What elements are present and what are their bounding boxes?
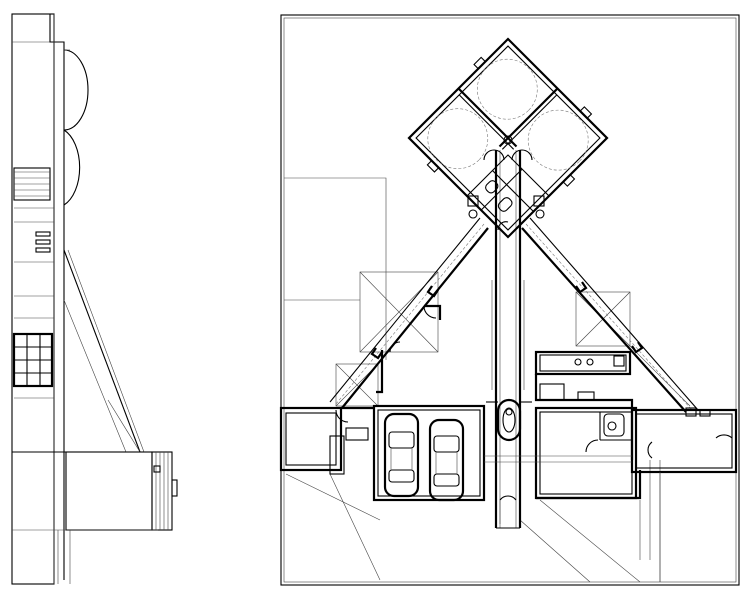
elevation-window-grid [12, 332, 54, 388]
sink-icon [613, 355, 625, 367]
east-wing [630, 407, 738, 582]
toilet-icon [485, 180, 499, 194]
toilet-icon [497, 197, 513, 212]
garage-walls [372, 404, 486, 502]
spine-feature [486, 398, 532, 442]
pods-cluster [407, 37, 609, 239]
floor-plan [279, 14, 740, 586]
central-spine [491, 150, 525, 529]
site-lines [284, 177, 691, 583]
elevation-louvres [13, 167, 51, 201]
bottom-site-lines [484, 455, 632, 463]
dome-middle [63, 129, 81, 206]
toilet-icon [607, 421, 617, 431]
left-block [376, 304, 442, 394]
elevation-ramp [63, 249, 141, 453]
pod-left [476, 58, 538, 120]
diagonal-walkways [329, 217, 699, 413]
car-icon [383, 412, 420, 498]
garage [372, 404, 486, 502]
bath-icon [603, 413, 625, 437]
elevation-base-block [12, 451, 178, 531]
dome-top [63, 49, 89, 131]
site-boundary [280, 14, 740, 586]
side-elevation [11, 13, 178, 585]
east-block [534, 350, 642, 500]
elevation-outline [11, 13, 55, 585]
pod-bath-details [467, 195, 545, 219]
west-wing [279, 406, 374, 475]
pod-bottom [427, 108, 489, 170]
car-icon [428, 418, 465, 502]
